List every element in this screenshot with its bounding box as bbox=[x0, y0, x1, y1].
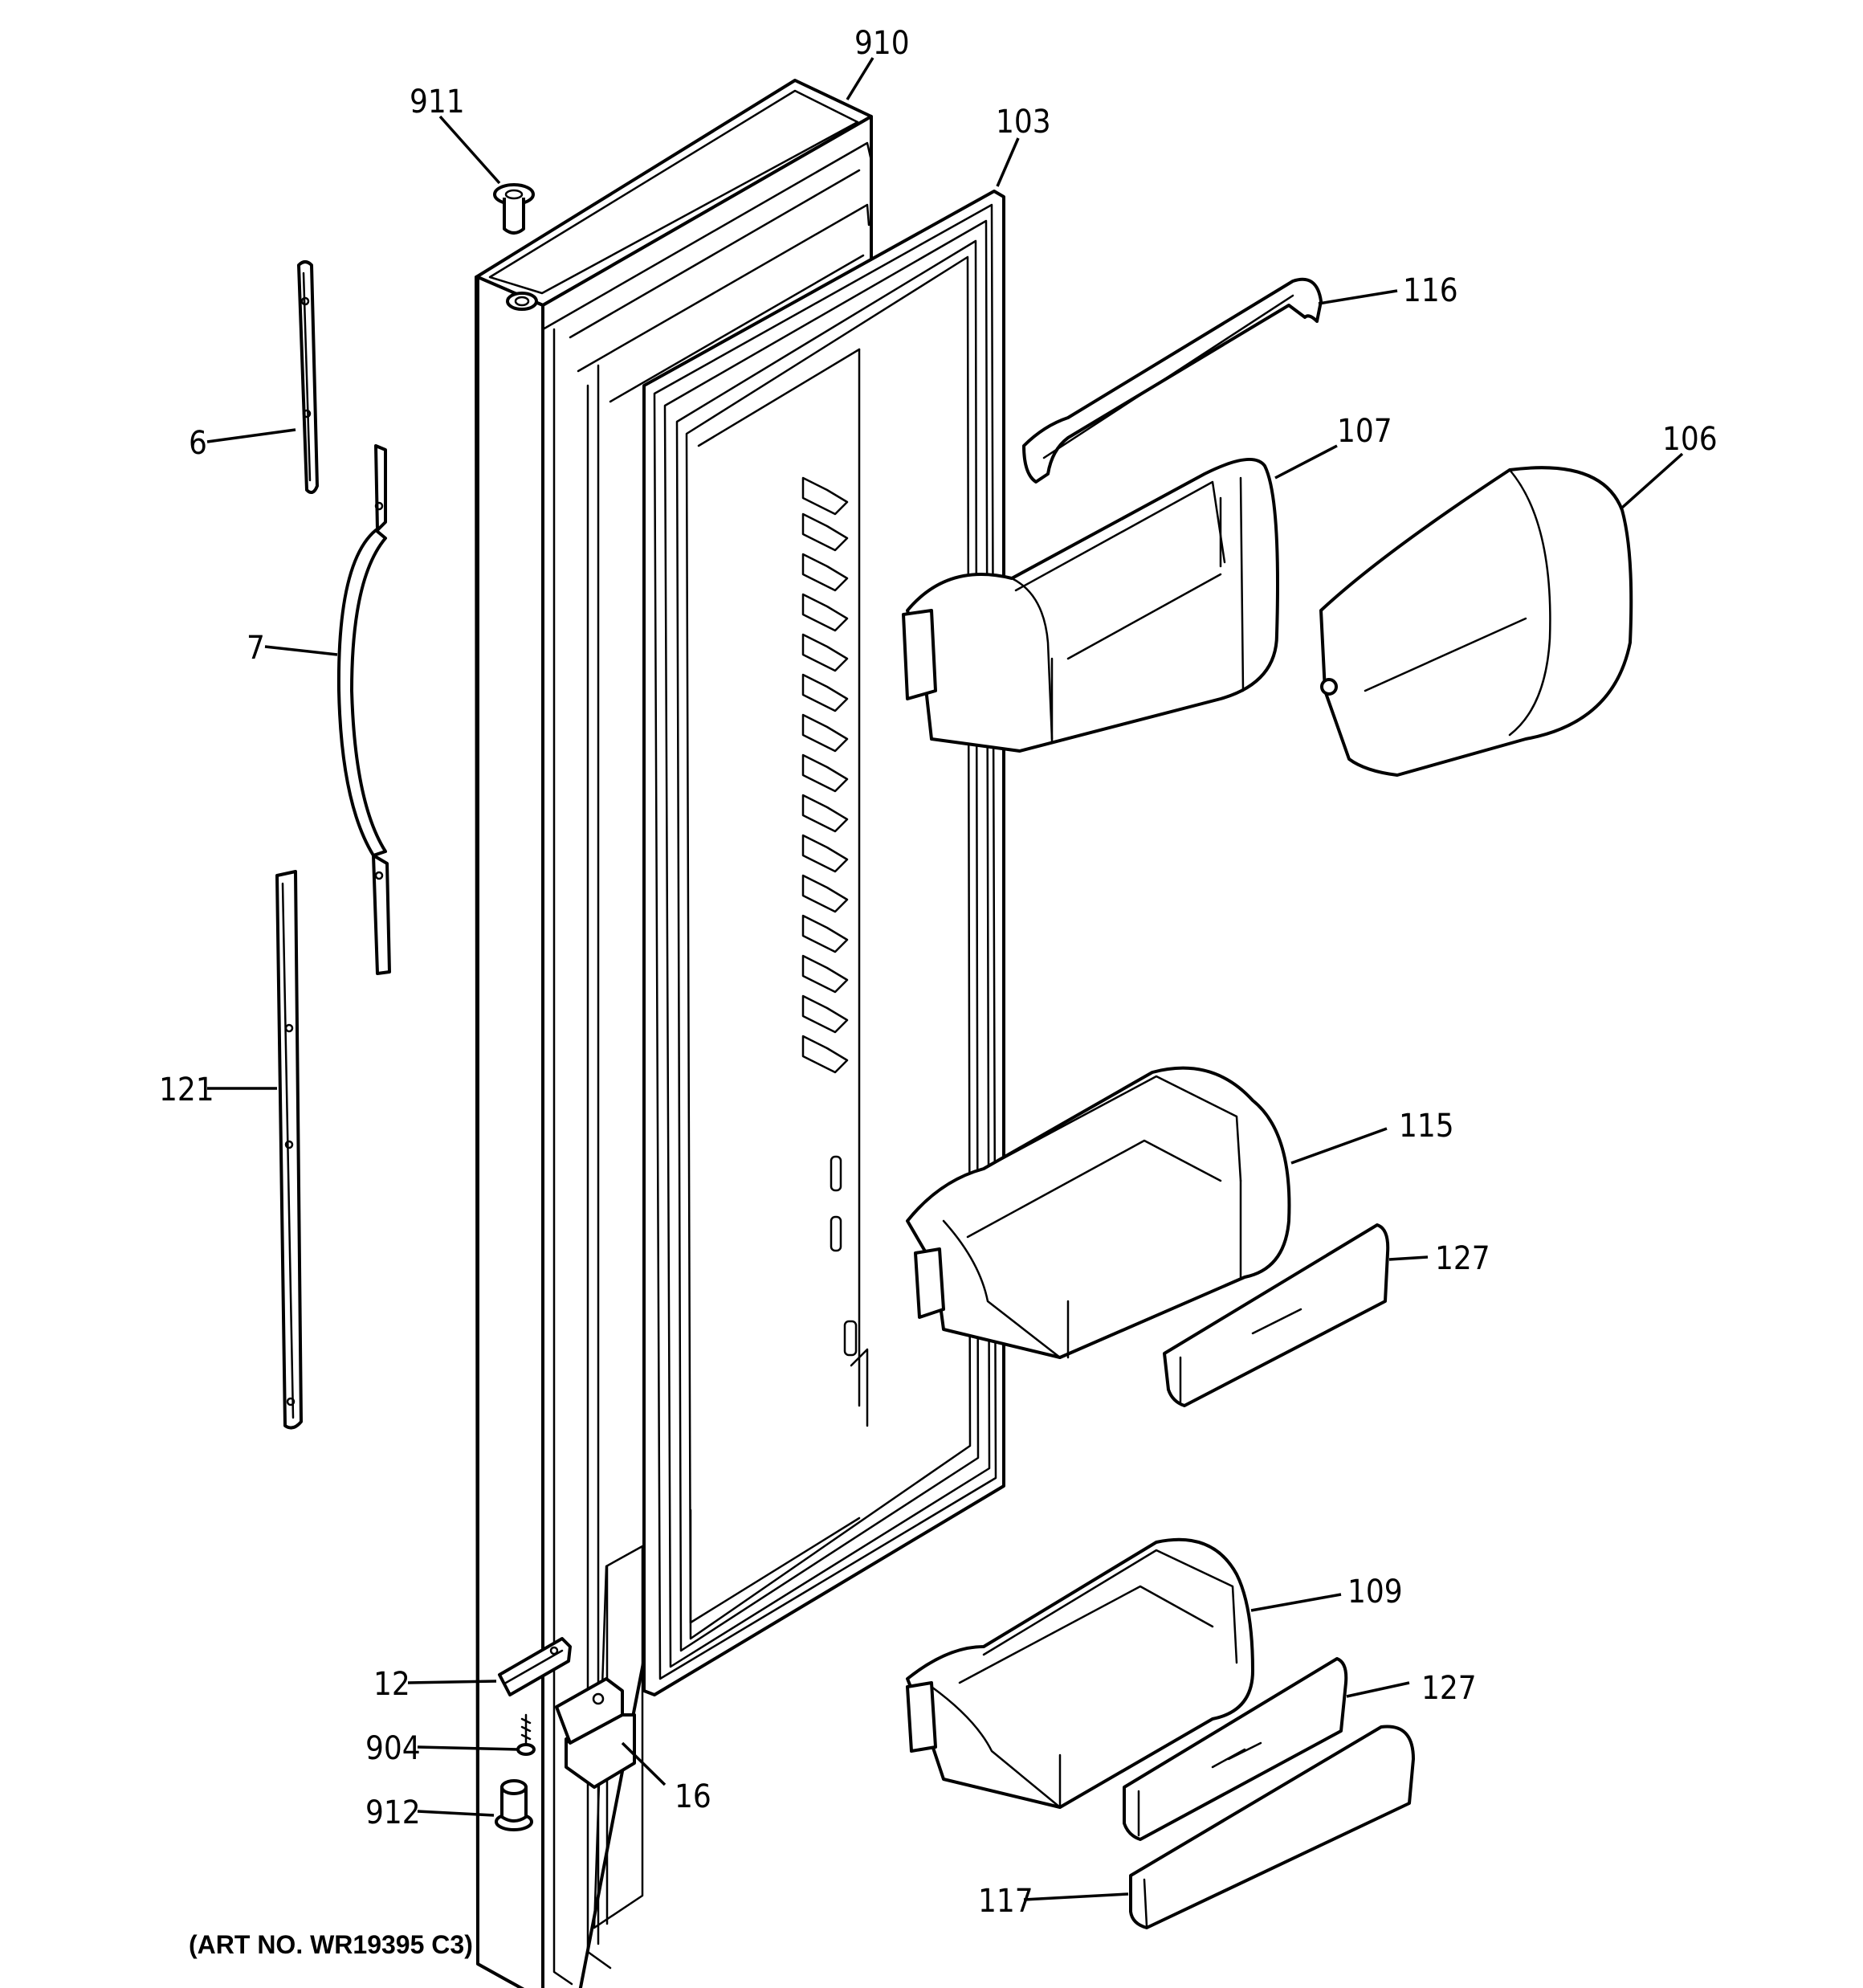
door-bin-middle bbox=[906, 1066, 1291, 1359]
bin-front-trim bbox=[1129, 1725, 1415, 1929]
liner-shelf-supports bbox=[801, 476, 858, 1357]
callout-6: 6 bbox=[189, 425, 207, 462]
callout-115: 115 bbox=[1399, 1108, 1454, 1145]
callout-910: 910 bbox=[854, 25, 910, 62]
screw bbox=[516, 1713, 536, 1756]
callout-904: 904 bbox=[365, 1730, 421, 1767]
callout-12: 12 bbox=[373, 1666, 410, 1703]
callout-117: 117 bbox=[978, 1883, 1033, 1920]
callout-16: 16 bbox=[675, 1778, 711, 1815]
door-plug-top bbox=[493, 183, 535, 235]
callout-116: 116 bbox=[1403, 272, 1458, 309]
callout-labels: 910 911 103 116 107 106 6 7 121 115 127 … bbox=[159, 25, 1718, 1920]
callout-121: 121 bbox=[159, 1072, 214, 1108]
hinge-bracket bbox=[498, 1637, 572, 1696]
callout-106: 106 bbox=[1662, 421, 1718, 458]
hinge-pin bbox=[495, 1779, 533, 1831]
leader-lines bbox=[206, 57, 1684, 1901]
dairy-compartment-cover bbox=[1319, 466, 1633, 777]
bottom-hinge bbox=[555, 1677, 636, 1789]
callout-911: 911 bbox=[410, 84, 465, 120]
callout-103: 103 bbox=[996, 104, 1051, 141]
shelf-rail bbox=[1022, 277, 1323, 484]
bin-trim-lower bbox=[1123, 1657, 1348, 1841]
door-bin-upper bbox=[902, 458, 1279, 753]
callout-7: 7 bbox=[247, 630, 265, 667]
handle-trim-upper bbox=[297, 260, 319, 495]
callout-127-lower: 127 bbox=[1421, 1670, 1477, 1707]
door-gasket bbox=[642, 190, 1005, 1696]
callout-912: 912 bbox=[365, 1794, 421, 1831]
callout-127-upper: 127 bbox=[1435, 1240, 1490, 1277]
door-handle bbox=[336, 444, 391, 975]
art-number: (ART NO. WR19395 C3) bbox=[189, 1930, 473, 1959]
callout-107: 107 bbox=[1337, 413, 1392, 450]
door-bin-lower bbox=[906, 1537, 1254, 1809]
callout-109: 109 bbox=[1347, 1574, 1403, 1610]
handle-trim-lower bbox=[275, 870, 303, 1430]
bin-trim-upper bbox=[1163, 1223, 1390, 1407]
